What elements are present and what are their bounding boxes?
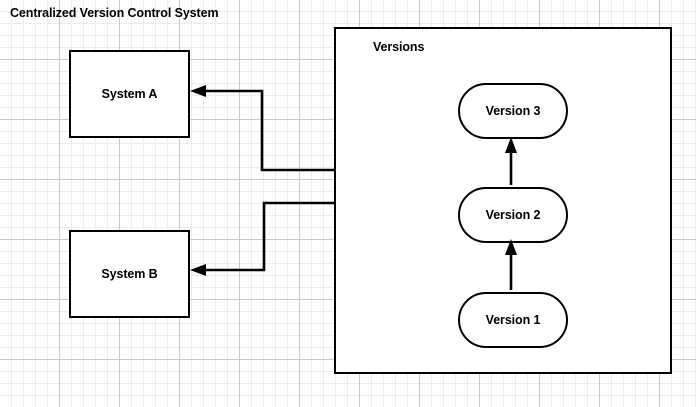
versions-panel[interactable]: Versions Version 3 Version 2 Version 1 xyxy=(334,27,672,374)
arrowhead-to-system-a-icon xyxy=(190,85,206,97)
connector-repo-to-system-a xyxy=(190,85,334,172)
system-a-label: System A xyxy=(101,87,158,101)
versions-panel-label: Versions xyxy=(373,40,425,54)
connector-repo-to-system-a-path xyxy=(199,89,334,172)
connector-repo-to-system-b xyxy=(190,201,334,276)
version-3-label: Version 3 xyxy=(485,104,541,118)
version-2-node[interactable]: Version 2 xyxy=(458,187,568,243)
connector-repo-to-system-b-path xyxy=(199,201,334,272)
version-1-node[interactable]: Version 1 xyxy=(458,292,568,348)
arrowhead-to-system-b-icon xyxy=(190,264,206,276)
page-title: Centralized Version Control System xyxy=(10,6,219,20)
version-1-label: Version 1 xyxy=(485,313,541,327)
system-b-label: System B xyxy=(101,267,158,281)
version-3-node[interactable]: Version 3 xyxy=(458,83,568,139)
version-2-label: Version 2 xyxy=(485,208,541,222)
system-a-box[interactable]: System A xyxy=(69,50,190,138)
system-b-box[interactable]: System B xyxy=(69,230,190,318)
